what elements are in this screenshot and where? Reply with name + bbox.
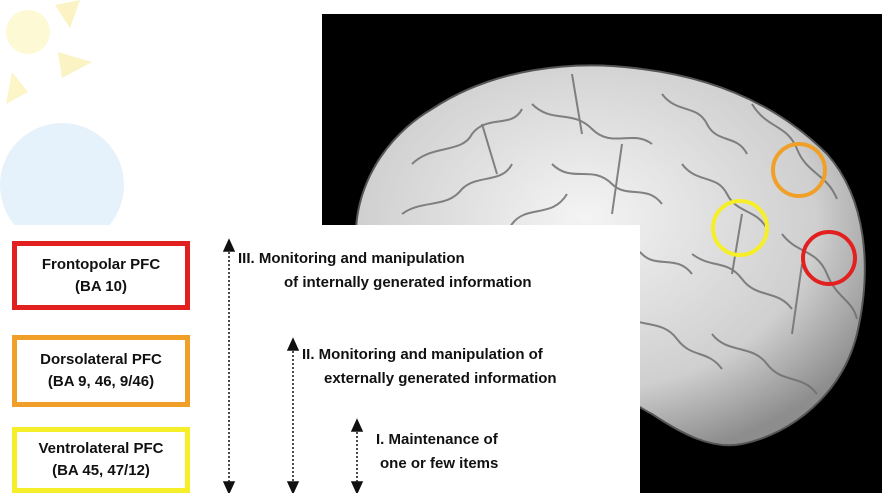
level-3-line-2: of internally generated information [238, 271, 532, 295]
level-1-description: I. Maintenance of one or few items [376, 428, 498, 476]
level-2-line-1: II. Monitoring and manipulation of [302, 346, 543, 363]
arrow-level-3 [224, 240, 234, 493]
level-2-description: II. Monitoring and manipulation of exter… [302, 343, 557, 391]
level-3-line-1: III. Monitoring and manipulation [238, 250, 465, 267]
level-2-line-2: externally generated information [302, 367, 557, 391]
level-1-line-2: one or few items [376, 452, 498, 476]
level-3-description: III. Monitoring and manipulation of inte… [238, 247, 532, 295]
arrow-level-2 [288, 339, 298, 493]
level-1-line-1: I. Maintenance of [376, 431, 498, 448]
arrow-level-1 [352, 420, 362, 493]
